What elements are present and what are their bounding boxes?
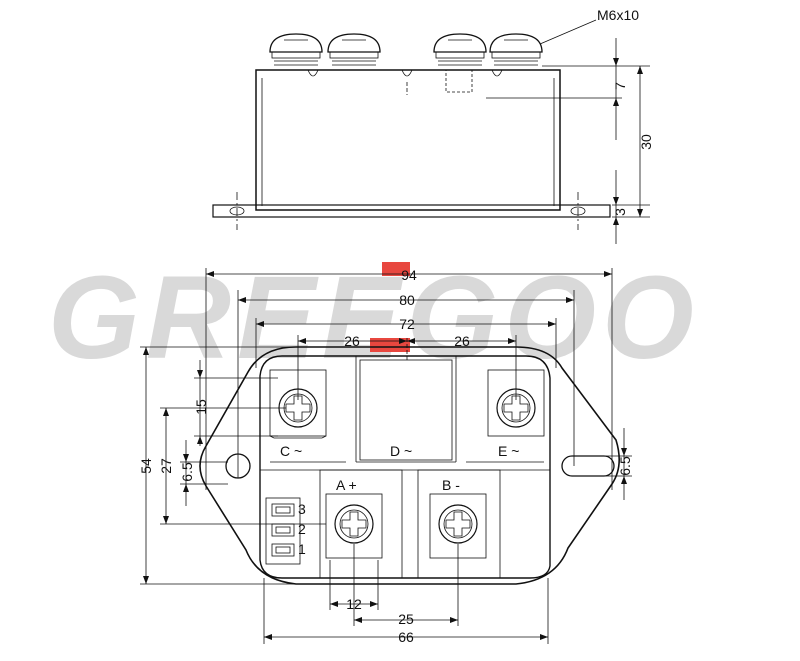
leader-line: [539, 19, 597, 45]
watermark-accent-top: [382, 262, 410, 276]
dim-72: 72: [399, 316, 415, 332]
dim-54: 54: [138, 458, 154, 474]
terminal-b-housing: [417, 469, 501, 579]
dim-27: 27: [158, 458, 174, 474]
screw-cross-icon: [445, 511, 471, 537]
dim-12: 12: [346, 596, 362, 612]
terminal-label-d: D ~: [390, 443, 412, 459]
dim-30: 30: [638, 134, 654, 150]
terminal-label-a: A +: [336, 477, 357, 493]
dim-15: 15: [193, 399, 209, 415]
screw-cross-icon: [503, 395, 529, 421]
side-dimensions: 7 30 3: [486, 38, 654, 244]
pin-header: 3 2 1: [265, 497, 306, 565]
dim-26-right: 26: [454, 333, 470, 349]
side-body: [255, 69, 561, 211]
mount-slot-right: [561, 455, 615, 477]
side-screw: [327, 33, 381, 66]
dim-66: 66: [398, 629, 414, 645]
screw-cross-icon: [341, 511, 367, 537]
terminal-a-housing: [319, 469, 403, 579]
dim-7: 7: [612, 82, 628, 90]
side-screw: [433, 33, 487, 93]
terminal-label-b: B -: [442, 477, 460, 493]
top-dimensions: 94 80 72 26 26 54 27 15: [138, 267, 633, 645]
side-notch: [401, 69, 413, 77]
top-view: 3 2 1 C ~ D ~ E ~ A + B -: [199, 338, 620, 585]
side-screw: [489, 33, 543, 77]
dim-25: 25: [398, 611, 414, 627]
pin-label-3: 3: [298, 501, 306, 517]
side-base-plate: [212, 204, 611, 218]
terminal-label-e: E ~: [498, 443, 519, 459]
dim-80: 80: [399, 292, 415, 308]
dim-26-left: 26: [344, 333, 360, 349]
side-view: M6x10 7 30 3: [212, 7, 654, 244]
dim-94: 94: [401, 267, 417, 283]
module-body: [259, 355, 551, 579]
terminal-label-c: C ~: [280, 443, 302, 459]
screw-label: M6x10: [597, 7, 639, 23]
screw-cross-icon: [285, 395, 311, 421]
terminal-d-housing: [359, 359, 453, 461]
dim-6-5-right: 6.5: [617, 456, 633, 476]
side-screw: [269, 33, 323, 77]
pin-label-2: 2: [298, 521, 306, 537]
dim-3: 3: [612, 208, 628, 216]
dim-6-5-left: 6.5: [179, 462, 195, 482]
pin-label-1: 1: [298, 541, 306, 557]
